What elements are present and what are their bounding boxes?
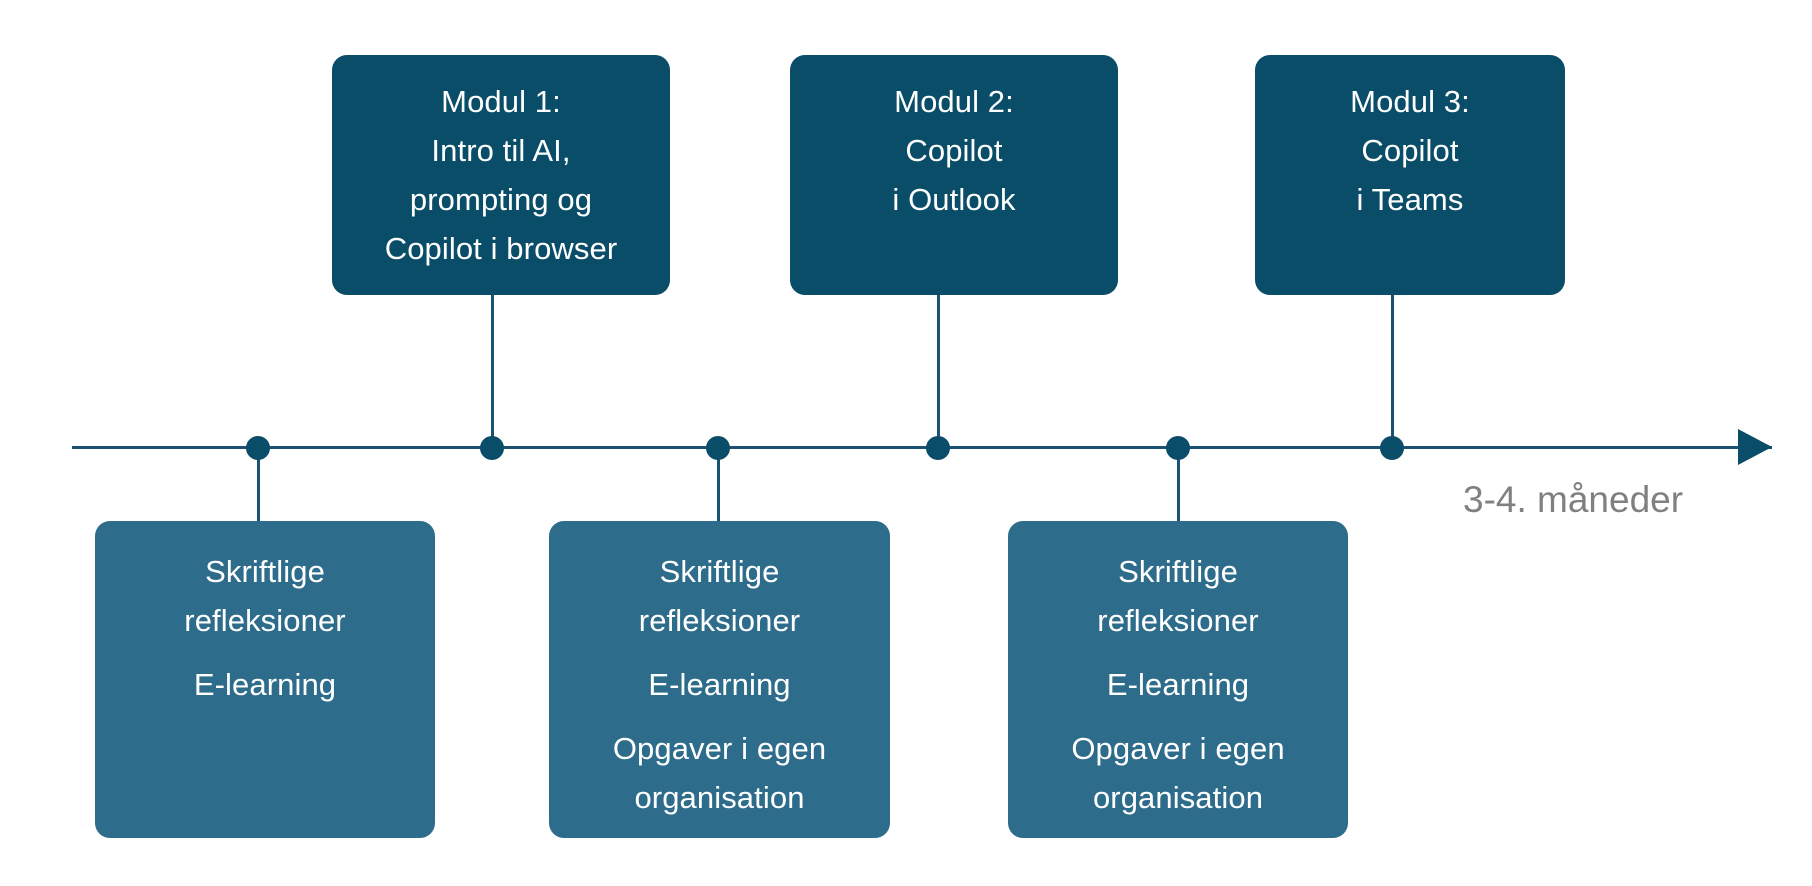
timeline-node-2[interactable] bbox=[480, 436, 504, 460]
timeline-node-4[interactable] bbox=[926, 436, 950, 460]
activity-2-line-4: Opgaver i egen bbox=[612, 731, 827, 766]
module-2-line-3: i Outlook bbox=[892, 182, 1016, 217]
activity-box-2[interactable]: Skriftlige refleksioner E-learning Opgav… bbox=[549, 521, 890, 838]
activity-1-line-1: Skriftlige bbox=[205, 554, 325, 589]
connector-module-2 bbox=[937, 295, 940, 447]
timeline-arrow-icon bbox=[1738, 429, 1772, 465]
module-1-line-2: Intro til AI, bbox=[431, 133, 571, 168]
module-3-line-2: Copilot bbox=[1361, 133, 1459, 168]
module-box-2[interactable]: Modul 2: Copilot i Outlook bbox=[790, 55, 1118, 295]
activity-box-1[interactable]: Skriftlige refleksioner E-learning bbox=[95, 521, 435, 838]
activity-3-line-1: Skriftlige bbox=[1118, 554, 1238, 589]
module-1-line-1: Modul 1: bbox=[441, 84, 561, 119]
activity-2-line-2: refleksioner bbox=[638, 603, 801, 638]
module-1-line-3: prompting og bbox=[409, 182, 593, 217]
activity-2-line-3: E-learning bbox=[648, 667, 791, 702]
connector-activity-2 bbox=[717, 447, 720, 522]
module-3-line-1: Modul 3: bbox=[1350, 84, 1470, 119]
timeline-node-6[interactable] bbox=[1380, 436, 1404, 460]
timeline-node-5[interactable] bbox=[1166, 436, 1190, 460]
timeline-node-3[interactable] bbox=[706, 436, 730, 460]
activity-2-line-1: Skriftlige bbox=[659, 554, 780, 589]
connector-activity-1 bbox=[257, 447, 260, 522]
activity-1-line-2: refleksioner bbox=[184, 603, 346, 638]
module-box-3[interactable]: Modul 3: Copilot i Teams bbox=[1255, 55, 1565, 295]
module-2-line-2: Copilot bbox=[905, 133, 1003, 168]
module-box-1[interactable]: Modul 1: Intro til AI, prompting og Copi… bbox=[332, 55, 670, 295]
activity-3-line-5: organisation bbox=[1092, 780, 1264, 815]
activity-2-line-5: organisation bbox=[634, 780, 805, 815]
timeline-node-1[interactable] bbox=[246, 436, 270, 460]
module-3-line-3: i Teams bbox=[1356, 182, 1464, 217]
activity-box-3[interactable]: Skriftlige refleksioner E-learning Opgav… bbox=[1008, 521, 1348, 838]
activity-1-line-3: E-learning bbox=[193, 667, 337, 702]
activity-3-line-2: refleksioner bbox=[1097, 603, 1259, 638]
module-2-line-1: Modul 2: bbox=[894, 84, 1014, 119]
timeline-duration-label: 3-4. måneder bbox=[1463, 479, 1684, 520]
connector-activity-3 bbox=[1177, 447, 1180, 522]
activity-3-line-3: E-learning bbox=[1106, 667, 1250, 702]
connector-module-1 bbox=[491, 295, 494, 447]
activity-3-line-4: Opgaver i egen bbox=[1071, 731, 1285, 766]
connector-module-3 bbox=[1391, 295, 1394, 447]
timeline-axis bbox=[72, 446, 1772, 449]
module-1-line-4: Copilot i browser bbox=[384, 231, 618, 266]
